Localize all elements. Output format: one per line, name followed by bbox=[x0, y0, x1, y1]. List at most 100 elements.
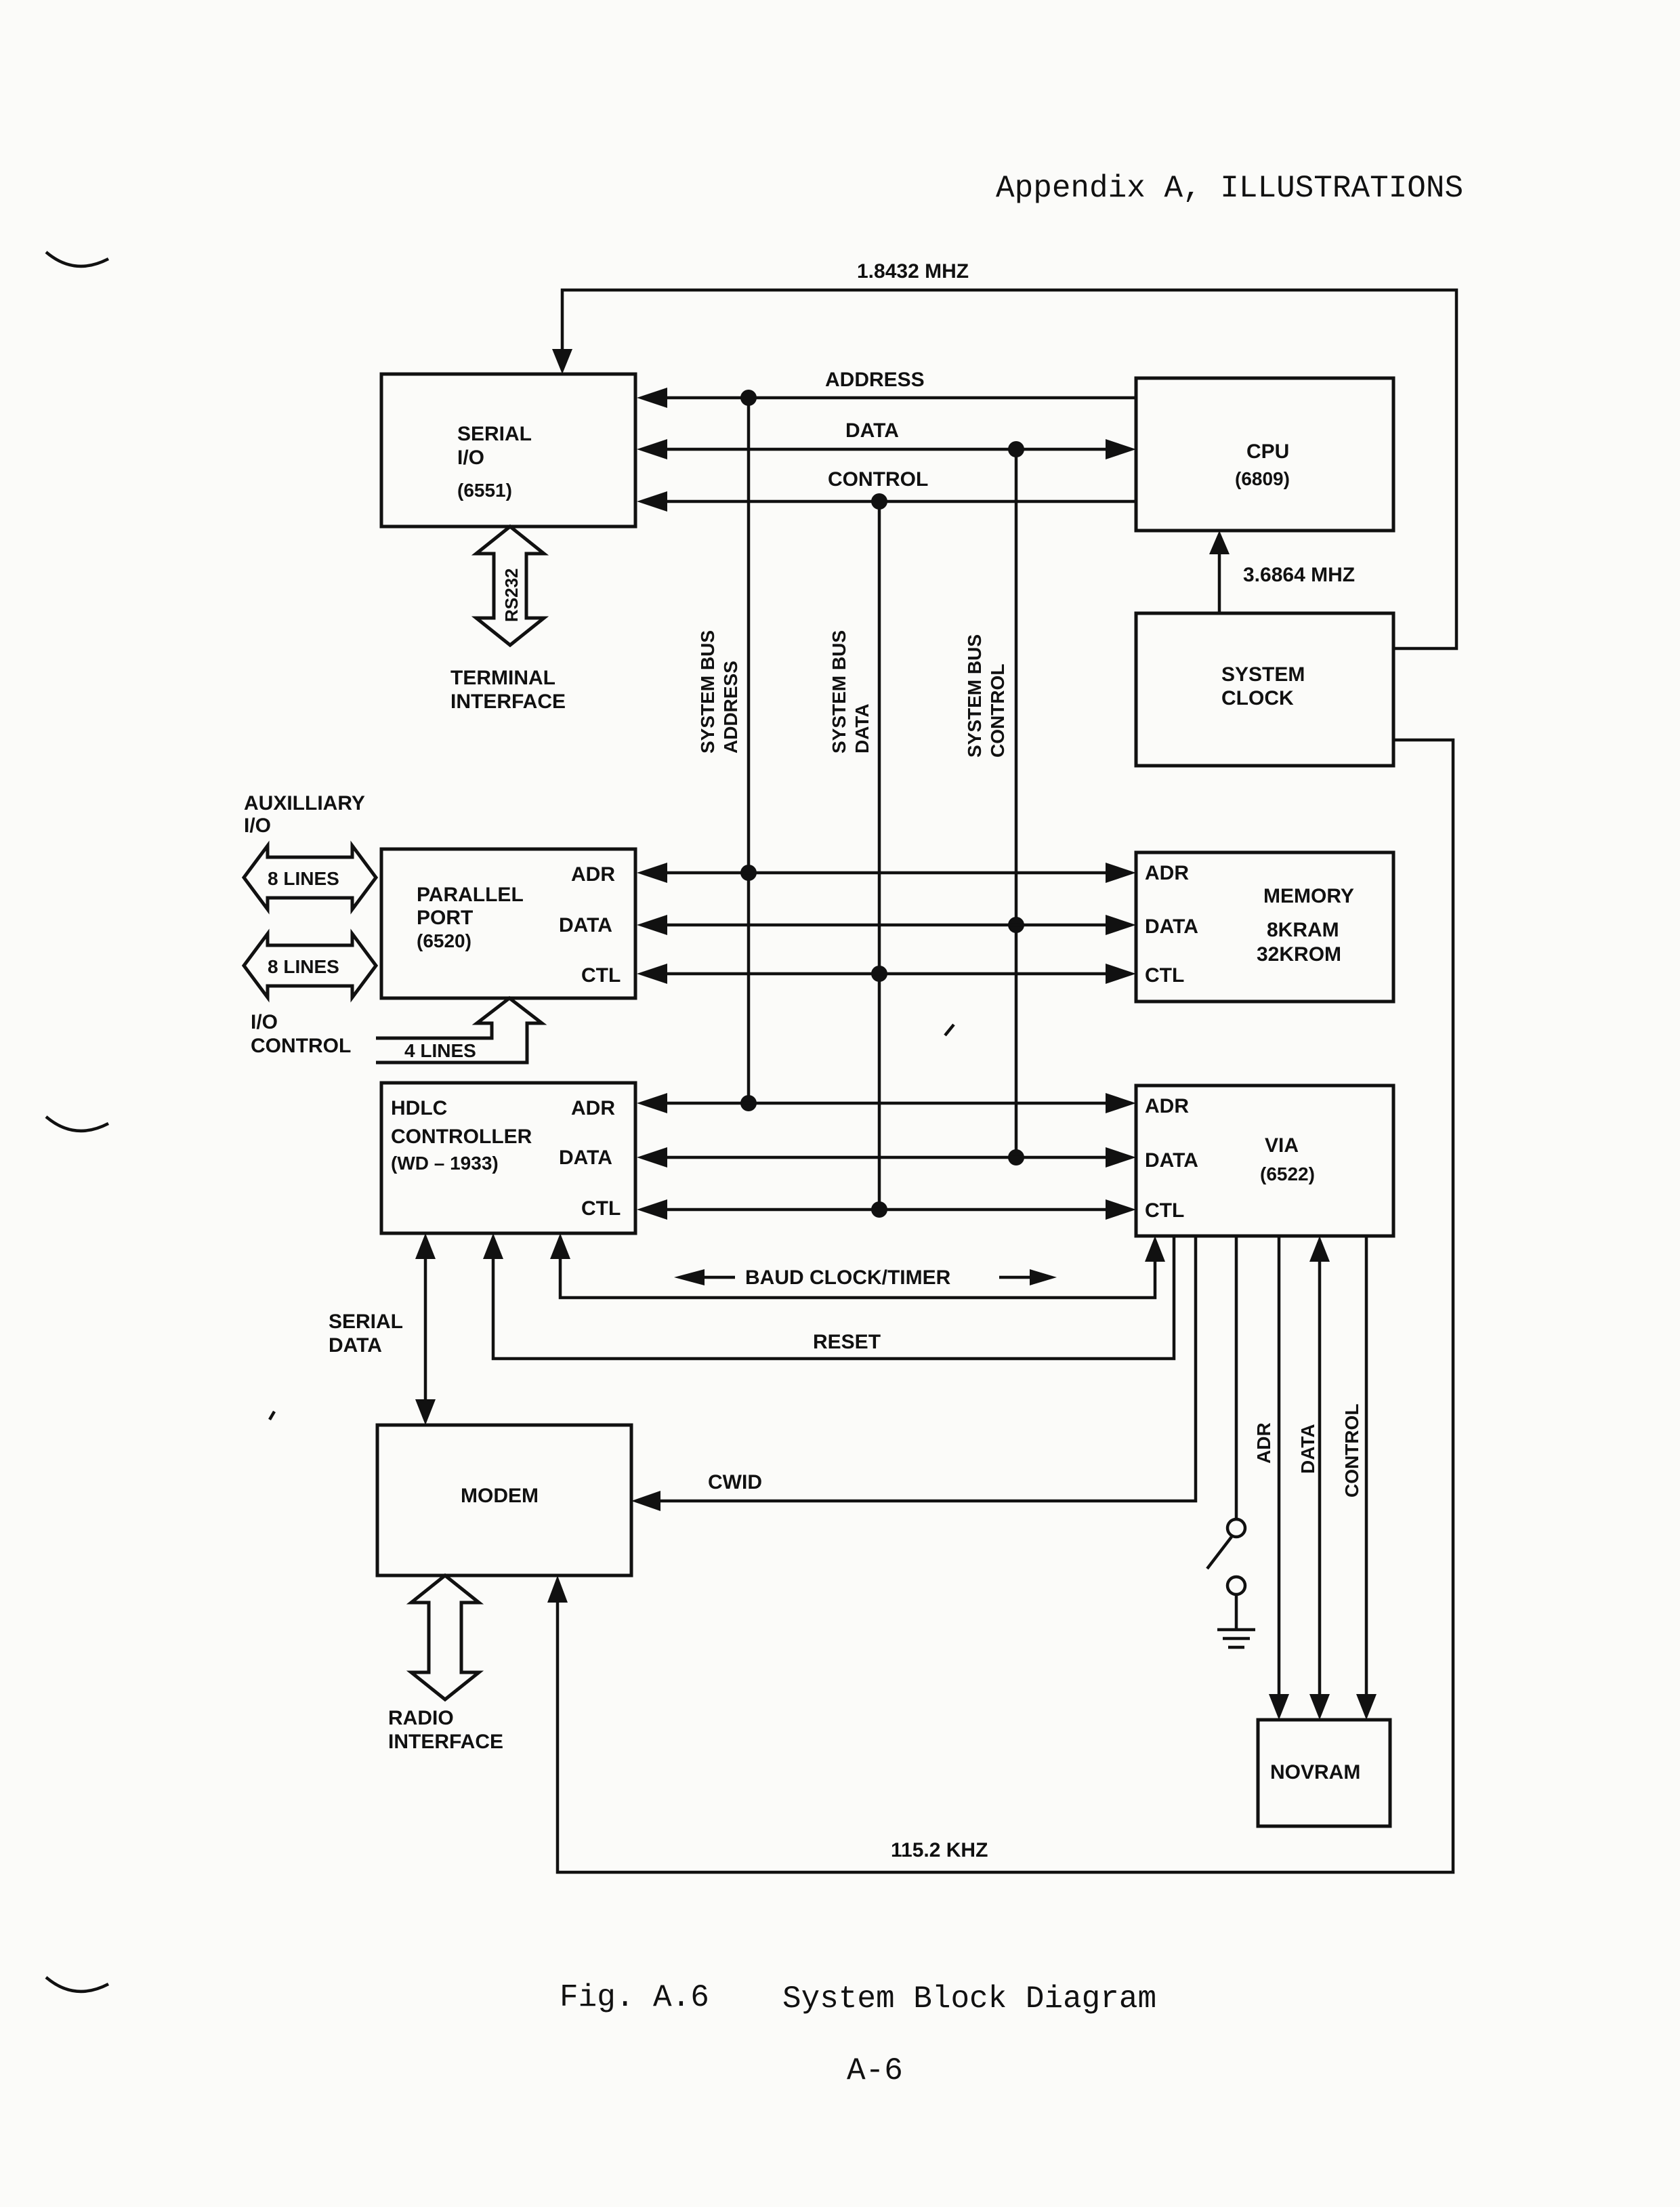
serial-io-line3: (6551) bbox=[457, 480, 512, 501]
novram-adr-label: ADR bbox=[1253, 1422, 1274, 1464]
eight-lines-label-1: 8 LINES bbox=[268, 868, 339, 889]
via-data: DATA bbox=[1145, 1149, 1198, 1172]
memory-line1: MEMORY bbox=[1263, 885, 1354, 907]
figure-title: System Block Diagram bbox=[782, 1981, 1156, 2017]
serial-io-line2: I/O bbox=[457, 447, 484, 469]
rs232-double-arrow bbox=[471, 524, 549, 648]
clock-1843-label: 1.8432 MHZ bbox=[857, 260, 969, 283]
cpu-line2: (6809) bbox=[1235, 468, 1290, 489]
baud-right-pointer-head bbox=[1030, 1269, 1057, 1285]
control-arrowhead bbox=[637, 491, 667, 512]
modem-line1: MODEM bbox=[461, 1485, 539, 1507]
cwid-label: CWID bbox=[708, 1471, 762, 1493]
cpu-clock-arrowhead bbox=[1209, 531, 1230, 554]
system-bus-address-label-2: ADDRESS bbox=[720, 661, 741, 754]
parallel-port-line3: (6520) bbox=[417, 930, 471, 951]
system-clock-line1: SYSTEM bbox=[1221, 663, 1305, 686]
auxiliary-io-label-2: I/O bbox=[244, 814, 271, 837]
serial-data-down-arrowhead bbox=[415, 1399, 436, 1425]
novram-block bbox=[1256, 1718, 1392, 1828]
binding-marks bbox=[45, 251, 110, 1994]
via-block bbox=[1134, 1084, 1395, 1238]
memory-line3: 32KROM bbox=[1257, 943, 1341, 966]
radio-interface-label-2: INTERFACE bbox=[388, 1731, 503, 1753]
terminal-interface-label-2: INTERFACE bbox=[450, 690, 566, 713]
system-bus-control-label-2: CONTROL bbox=[987, 664, 1008, 758]
hdlc-line1: HDLC bbox=[391, 1097, 447, 1119]
novram-data-label: DATA bbox=[1297, 1424, 1318, 1474]
system-bus-data-label-1: SYSTEM BUS bbox=[828, 630, 849, 754]
figure-number: Fig. A.6 bbox=[560, 1980, 709, 2015]
via-label: ADR DATA CTL VIA (6522) bbox=[1145, 1095, 1315, 1222]
hdlc-via-bus bbox=[637, 1093, 1136, 1220]
memory-block bbox=[1134, 850, 1395, 1004]
hdlc-ctl: CTL bbox=[581, 1197, 621, 1220]
cpu-block bbox=[1134, 376, 1395, 533]
clock-115-arrowhead bbox=[547, 1575, 568, 1603]
baud-via-arrowhead bbox=[1145, 1236, 1165, 1262]
cpu-clock-label: 3.6864 MHZ bbox=[1243, 564, 1355, 586]
control-label: CONTROL bbox=[828, 468, 928, 491]
page-number: A-6 bbox=[847, 2053, 903, 2088]
system-bus-control-label-1: SYSTEM BUS bbox=[964, 634, 985, 758]
memory-adr: ADR bbox=[1145, 862, 1189, 884]
junction-dot bbox=[1008, 441, 1024, 457]
io-control-label-1: I/O bbox=[251, 1011, 278, 1033]
address-label: ADDRESS bbox=[825, 369, 925, 391]
clock-1843-arrowhead bbox=[552, 349, 572, 374]
cpu-label: CPU (6809) bbox=[1235, 440, 1290, 489]
serial-io-block bbox=[379, 372, 637, 529]
cpu-line1: CPU bbox=[1246, 440, 1289, 463]
parallel-port-data: DATA bbox=[559, 914, 612, 936]
four-lines-label: 4 LINES bbox=[404, 1040, 476, 1061]
data-left-arrowhead bbox=[637, 439, 667, 459]
system-clock-block bbox=[1134, 611, 1395, 768]
clock-115-line bbox=[555, 738, 1455, 1874]
eight-lines-arrow-2 bbox=[241, 928, 379, 1003]
hdlc-controller-block bbox=[379, 1081, 637, 1235]
stray-mark bbox=[944, 1023, 955, 1037]
clock-115-label: 115.2 KHZ bbox=[891, 1839, 988, 1861]
via-ctl: CTL bbox=[1145, 1199, 1184, 1222]
parallel-port-ctl: CTL bbox=[581, 964, 621, 987]
serial-io-line1: SERIAL bbox=[457, 423, 532, 445]
hdlc-data: DATA bbox=[559, 1147, 612, 1169]
parallel-port-label: PARALLEL PORT (6520) ADR DATA CTL bbox=[417, 863, 621, 987]
address-arrowhead bbox=[637, 388, 667, 408]
memory-ctl: CTL bbox=[1145, 964, 1184, 987]
reset-label: RESET bbox=[813, 1331, 881, 1353]
system-clock-line2: CLOCK bbox=[1221, 687, 1294, 709]
parallel-port-adr: ADR bbox=[571, 863, 615, 886]
eight-lines-arrow-1 bbox=[241, 840, 379, 915]
novram-adr-arrowhead bbox=[1269, 1694, 1289, 1720]
radio-double-arrow bbox=[406, 1573, 484, 1702]
system-bus-address-label-1: SYSTEM BUS bbox=[697, 630, 718, 754]
parallel-port-line2: PORT bbox=[417, 907, 473, 929]
switch-to-ground bbox=[1206, 1236, 1255, 1649]
baud-left-pointer-head bbox=[674, 1269, 705, 1285]
io-control-label-2: CONTROL bbox=[251, 1035, 351, 1057]
junction-dot bbox=[740, 390, 757, 406]
novram-control-label: CONTROL bbox=[1341, 1404, 1362, 1498]
four-lines-arrow bbox=[376, 995, 547, 1065]
rs232-label: RS232 bbox=[501, 569, 522, 623]
junction-dot bbox=[871, 493, 887, 510]
reset-arrowhead bbox=[483, 1233, 503, 1259]
radio-interface-label-1: RADIO bbox=[388, 1707, 454, 1729]
data-label: DATA bbox=[845, 419, 899, 442]
cwid-line bbox=[657, 1236, 1198, 1503]
terminal-interface-label-1: TERMINAL bbox=[450, 667, 555, 689]
baud-hdlc-arrowhead bbox=[550, 1233, 570, 1259]
hdlc-label: HDLC CONTROLLER (WD – 1933) ADR DATA CTL bbox=[391, 1097, 621, 1220]
baud-clock-line bbox=[558, 1257, 1157, 1300]
system-clock-label: SYSTEM CLOCK bbox=[1221, 663, 1305, 709]
bus-junctions bbox=[740, 390, 1024, 1218]
hdlc-line3: (WD – 1933) bbox=[391, 1153, 499, 1174]
auxiliary-io-label-1: AUXILLIARY bbox=[244, 792, 365, 814]
via-adr: ADR bbox=[1145, 1095, 1189, 1117]
parallel-port-line1: PARALLEL bbox=[417, 884, 524, 906]
parallel-memory-bus bbox=[637, 863, 1136, 984]
novram-data-up-arrowhead bbox=[1309, 1236, 1330, 1262]
via-line2: (6522) bbox=[1260, 1163, 1315, 1184]
